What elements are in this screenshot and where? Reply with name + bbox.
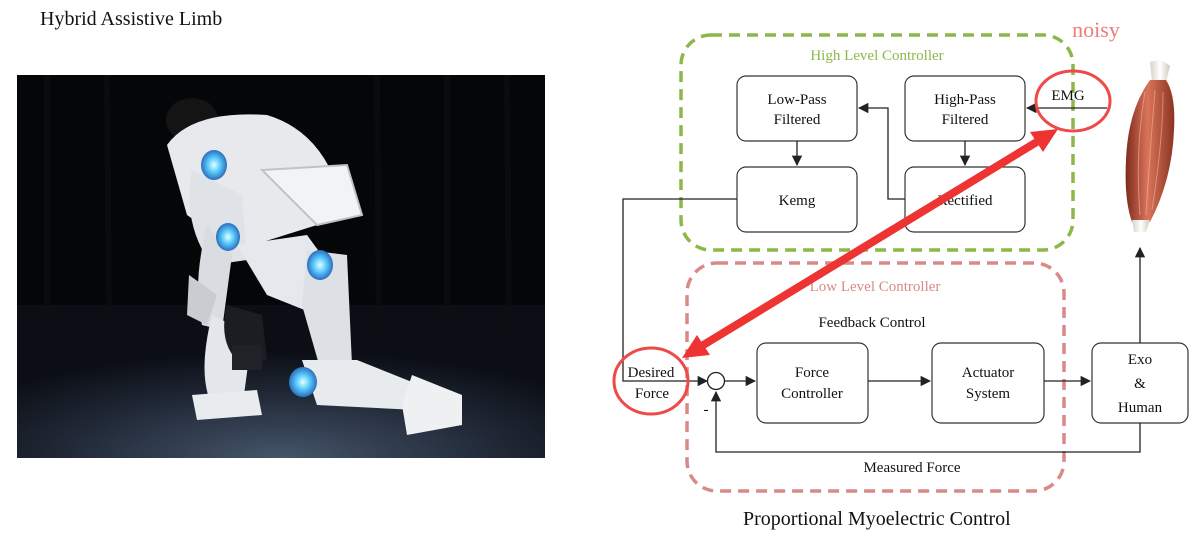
exo-text-2: &: [1134, 376, 1146, 392]
low-level-label: Low Level Controller: [810, 279, 941, 295]
force-controller-text-2: Controller: [781, 386, 843, 402]
high-level-label: High Level Controller: [810, 48, 943, 64]
high-pass-text-2: Filtered: [942, 112, 989, 128]
desired-force-text-2: Force: [635, 386, 669, 402]
force-controller-block: [756, 342, 869, 424]
highlight-arrowhead-top: [1030, 129, 1058, 152]
low-pass-text-2: Filtered: [774, 112, 821, 128]
measured-force-label: Measured Force: [863, 460, 960, 476]
bottom-title: Proportional Myoelectric Control: [743, 508, 1011, 530]
emg-highlight-circle: [1034, 69, 1112, 133]
left-title: Hybrid Assistive Limb: [40, 8, 223, 30]
actuator-text-2: System: [966, 386, 1011, 402]
actuator-text-1: Actuator: [962, 365, 1014, 381]
feedback-control-label: Feedback Control: [818, 315, 925, 331]
high-pass-text-1: High-Pass: [934, 92, 996, 108]
summing-junction: [706, 371, 726, 391]
exoskeleton-photo: [17, 75, 545, 458]
actuator-block: [931, 342, 1045, 424]
high-level-group: [679, 33, 1075, 252]
desired-force-highlight-circle: [612, 346, 690, 416]
high-pass-block: [904, 75, 1026, 142]
kemg-text: Kemg: [779, 193, 816, 209]
noisy-annotation: noisy: [1072, 17, 1120, 42]
highlight-arrowhead-bottom: [682, 335, 710, 358]
exo-text-3: Human: [1118, 400, 1163, 416]
highlight-arrow-line: [697, 136, 1043, 351]
desired-force-text-1: Desired: [628, 365, 675, 381]
force-controller-text-1: Force: [795, 365, 829, 381]
exo-text-1: Exo: [1128, 352, 1152, 368]
emg-label: EMG: [1051, 88, 1085, 104]
low-pass-block: [736, 75, 858, 142]
minus-sign: -: [704, 402, 709, 418]
low-pass-text-1: Low-Pass: [767, 92, 826, 108]
muscle-illustration: [1125, 60, 1175, 232]
